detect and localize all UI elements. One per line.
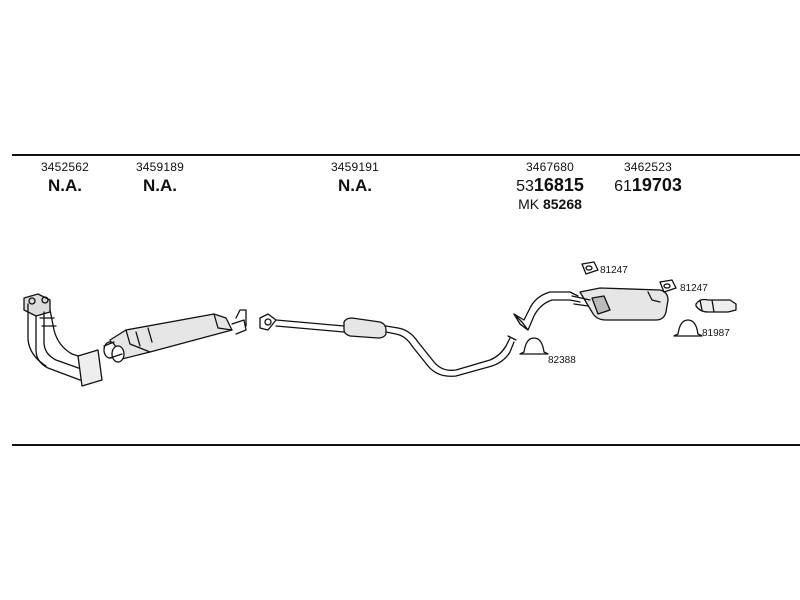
part-number: 3462523 xyxy=(623,160,673,174)
bottom-divider xyxy=(12,444,800,446)
rear-silencer-icon xyxy=(513,287,669,331)
part-column-front-silencer: 3459189 N.A. xyxy=(125,160,195,196)
availability-status: N.A. xyxy=(48,176,82,195)
alternate-prefix: MK xyxy=(518,196,540,212)
tailpipe-icon xyxy=(695,298,737,313)
mounting-rubber-icon xyxy=(659,279,677,293)
mounting-rubber-icon xyxy=(581,261,599,275)
part-column-rear-pipe: 3467680 5316815 MK 85268 xyxy=(510,160,590,212)
part-number: 3467680 xyxy=(525,160,575,174)
part-column-rear-silencer: 3462523 6119703 xyxy=(608,160,688,196)
exhaust-manifold-icon xyxy=(23,293,103,387)
callout-mount-rubber: 81247 xyxy=(600,265,628,276)
availability-status: N.A. xyxy=(143,176,177,195)
part-number: 3452562 xyxy=(40,160,90,174)
reference-prefix: 61 xyxy=(614,178,632,195)
front-silencer-icon xyxy=(103,309,247,363)
callout-mount-rubber: 81247 xyxy=(680,283,708,294)
callout-clamp: 81987 xyxy=(702,328,730,339)
part-column-manifold: 3452562 N.A. xyxy=(30,160,100,196)
alternate-reference: MK 85268 xyxy=(510,196,590,212)
part-number: 3459191 xyxy=(330,160,380,174)
alternate-main: 85268 xyxy=(542,196,582,212)
exhaust-clamp-icon xyxy=(519,337,549,355)
middle-pipe-icon xyxy=(259,313,517,377)
reference-number: 5316815 xyxy=(510,175,590,196)
reference-number: 6119703 xyxy=(608,175,688,196)
exhaust-clamp-icon xyxy=(673,319,703,337)
part-number: 3459189 xyxy=(135,160,185,174)
callout-clamp: 82388 xyxy=(548,355,576,366)
reference-main: 16815 xyxy=(533,175,584,195)
availability-status: N.A. xyxy=(338,176,372,195)
part-column-middle-pipe: 3459191 N.A. xyxy=(320,160,390,196)
reference-prefix: 53 xyxy=(516,178,534,195)
reference-main: 19703 xyxy=(631,175,682,195)
top-divider xyxy=(12,154,800,156)
